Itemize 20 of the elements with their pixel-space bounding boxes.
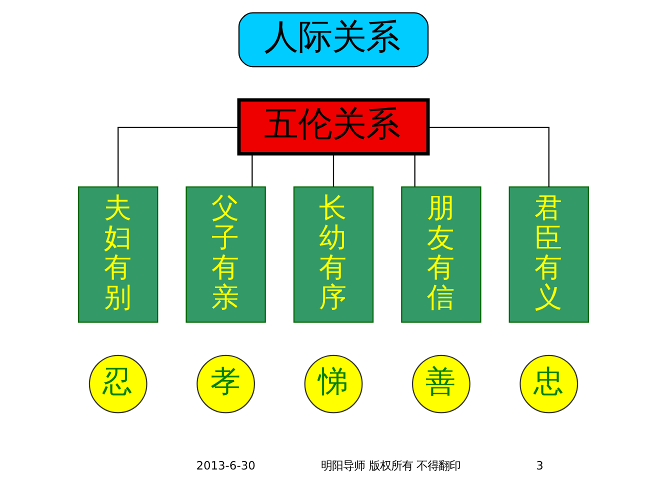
node-box: 五伦关系 (237, 98, 430, 156)
connector (428, 126, 550, 187)
connector (118, 126, 239, 187)
node-box: 人际关系 (238, 12, 429, 68)
node-circle: 忍 (88, 354, 148, 414)
node-box: 长幼有序 (293, 186, 374, 323)
connector (332, 154, 334, 187)
node-box: 朋友有信 (401, 186, 482, 323)
connector (414, 154, 416, 187)
node-box: 君臣有义 (508, 186, 589, 323)
label: 明阳导师 版权所有 不得翻印 (321, 458, 460, 472)
node-circle: 忠 (520, 354, 578, 414)
node-circle: 孝 (196, 354, 256, 414)
node-box: 父子有亲 (186, 186, 266, 323)
node-box: 夫妇有别 (78, 186, 158, 323)
node-circle: 善 (412, 354, 470, 414)
connector (252, 154, 253, 187)
node-circle: 悌 (304, 354, 363, 414)
label: 3 (536, 458, 544, 472)
label: 2013-6-30 (196, 458, 256, 472)
